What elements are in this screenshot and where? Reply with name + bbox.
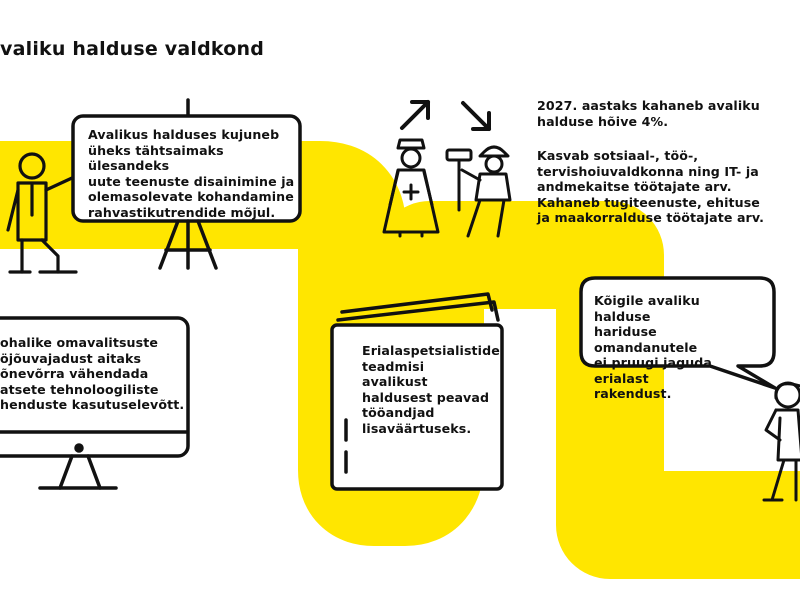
- arrow-down-right-icon: [461, 101, 491, 131]
- board-text: Avalikus halduses kujuneb üheks tähtsaim…: [88, 127, 295, 220]
- computer-monitor-icon: [0, 316, 190, 490]
- book-icon: [330, 292, 504, 491]
- presenter-person-icon: [6, 152, 78, 274]
- easel-board-icon: [71, 98, 302, 270]
- speech-bubble-text: Kõigile avaliku halduse hariduse omandan…: [594, 293, 713, 401]
- thinking-woman-icon: [762, 381, 800, 502]
- arrow-up-right-icon: [400, 100, 430, 130]
- page-title: valiku halduse valdkond: [0, 38, 265, 60]
- nurse-icon: [382, 138, 440, 238]
- worker-icon: [445, 145, 512, 238]
- stats-text-growth: Kasvab sotsiaal-, töö-, tervishoiuvaldko…: [537, 148, 765, 225]
- monitor-text: ohalike omavalitsuste öjõuvajadust aitak…: [0, 335, 185, 412]
- stats-text-employment: 2027. aastaks kahaneb avaliku halduse hõ…: [537, 98, 760, 129]
- book-text: Erialaspetsialistide teadmisi avalikust …: [362, 343, 500, 436]
- speech-bubble-icon: [579, 276, 777, 390]
